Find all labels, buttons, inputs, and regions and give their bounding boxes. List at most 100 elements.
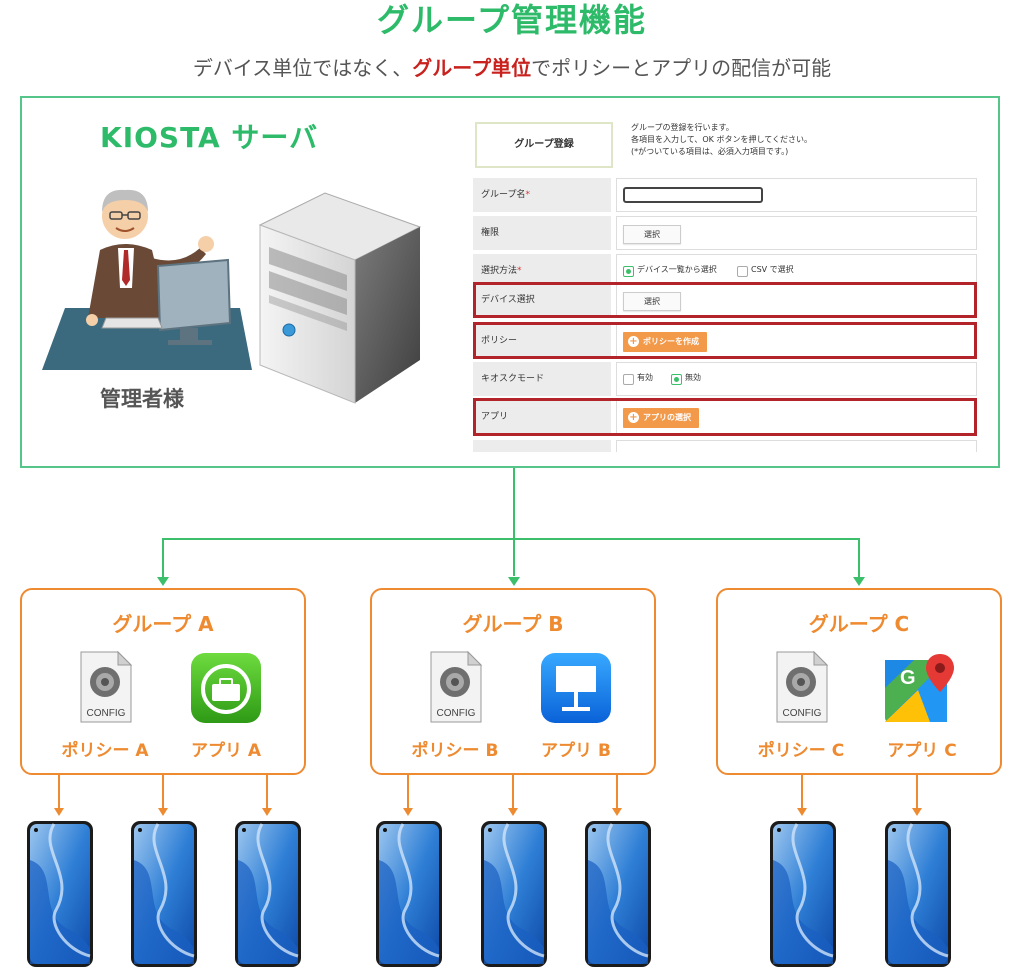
select-app-button[interactable]: アプリの選択 bbox=[623, 408, 699, 428]
radio-label: デバイス一覧から選択 bbox=[637, 265, 717, 274]
device-connector-arrow bbox=[508, 808, 518, 816]
create-policy-button[interactable]: ポリシーを作成 bbox=[623, 332, 707, 352]
app-b-caption: アプリ B bbox=[541, 741, 611, 761]
group-c-box bbox=[716, 588, 1002, 775]
admin-head bbox=[102, 193, 148, 239]
config-label: CONFIG bbox=[783, 708, 822, 719]
radio-label: 無効 bbox=[685, 373, 701, 382]
device-connector-line bbox=[801, 775, 803, 810]
form-row-device-select: デバイス選択 選択 bbox=[473, 283, 977, 317]
instruction-line: グループの登録を行います。 bbox=[631, 123, 734, 132]
subtitle-suffix: でポリシーとアプリの配信が可能 bbox=[531, 56, 832, 80]
device-connector-line bbox=[512, 775, 514, 810]
arrow-group-c bbox=[853, 577, 865, 586]
admin-illustration bbox=[42, 189, 252, 370]
form-field: 選択 bbox=[616, 216, 977, 250]
config-file-icon: CONFIG bbox=[80, 650, 133, 723]
app-c-caption: アプリ C bbox=[887, 741, 957, 761]
smartphone-device bbox=[130, 820, 198, 968]
device-connector-line bbox=[266, 775, 268, 810]
connector-horizontal bbox=[162, 538, 860, 540]
google-maps-app-icon: G bbox=[885, 654, 954, 722]
device-connector-arrow bbox=[797, 808, 807, 816]
radio-kiosk-enabled[interactable] bbox=[623, 374, 634, 385]
group-b-title: グループ B bbox=[462, 612, 564, 636]
form-label: ポリシー bbox=[473, 324, 611, 358]
smartphone-icon bbox=[235, 821, 301, 967]
keynote-podium-app-icon bbox=[541, 653, 611, 723]
device-connector-arrow bbox=[612, 808, 622, 816]
smartphone-icon bbox=[131, 821, 197, 967]
group-registration-form: グループ登録 グループの登録を行います。 各項目を入力して、OK ボタンを押して… bbox=[473, 112, 977, 452]
smartphone-device bbox=[26, 820, 94, 968]
device-connector-arrow bbox=[158, 808, 168, 816]
group-name-input[interactable] bbox=[623, 187, 763, 203]
device-connector-arrow bbox=[912, 808, 922, 816]
instruction-line: 各項目を入力して、OK ボタンを押してください。 bbox=[631, 135, 812, 144]
highlight-app bbox=[473, 398, 977, 436]
group-c-title: グループ C bbox=[808, 612, 910, 636]
smartphone-icon bbox=[770, 821, 836, 967]
admin-label: 管理者様 bbox=[100, 387, 184, 411]
highlight-policy bbox=[473, 322, 977, 359]
radio-csv[interactable] bbox=[737, 266, 748, 277]
green-toolbox-app-icon bbox=[191, 653, 261, 723]
group-register-header-button[interactable]: グループ登録 bbox=[475, 122, 613, 168]
arrow-group-a bbox=[157, 577, 169, 586]
smartphone-icon bbox=[376, 821, 442, 967]
smartphone-icon bbox=[481, 821, 547, 967]
form-row-authority: 権限 選択 bbox=[473, 216, 977, 250]
config-file-icon: CONFIG bbox=[430, 650, 483, 723]
svg-text:G: G bbox=[900, 667, 916, 689]
config-label: CONFIG bbox=[87, 708, 126, 719]
radio-device-list[interactable] bbox=[623, 266, 634, 277]
smartphone-icon bbox=[27, 821, 93, 967]
policy-a-caption: ポリシー A bbox=[61, 741, 149, 761]
form-field: アプリの選択 bbox=[616, 400, 977, 434]
highlight-device-select bbox=[473, 282, 977, 318]
form-field bbox=[616, 440, 977, 452]
smartphone-device bbox=[375, 820, 443, 968]
smartphone-device bbox=[480, 820, 548, 968]
server-title: KIOSTA サーバ bbox=[100, 121, 319, 154]
smartphone-device bbox=[234, 820, 302, 968]
config-file-icon: CONFIG bbox=[776, 650, 829, 723]
device-connector-line bbox=[407, 775, 409, 810]
device-select-button[interactable]: 選択 bbox=[623, 292, 681, 311]
device-connector-arrow bbox=[403, 808, 413, 816]
device-connector-arrow bbox=[54, 808, 64, 816]
group-a-title: グループ A bbox=[112, 612, 214, 636]
smartphone-device bbox=[769, 820, 837, 968]
device-connector-arrow bbox=[262, 808, 272, 816]
smartphone-device bbox=[584, 820, 652, 968]
connector-server-center bbox=[513, 468, 515, 576]
radio-kiosk-disabled[interactable] bbox=[671, 374, 682, 385]
form-label: 権限 bbox=[473, 216, 611, 250]
subtitle-prefix: デバイス単位ではなく、 bbox=[192, 56, 413, 80]
form-label: アプリ bbox=[473, 400, 611, 434]
radio-label: CSV で選択 bbox=[751, 265, 794, 274]
server-tower-icon bbox=[258, 192, 422, 404]
radio-label: 有効 bbox=[637, 373, 653, 382]
page-subtitle: デバイス単位ではなく、グループ単位でポリシーとアプリの配信が可能 bbox=[0, 54, 1024, 82]
connector-group-c bbox=[858, 538, 860, 578]
instruction-line: (*がついている項目は、必須入力項目です。) bbox=[631, 147, 789, 156]
form-label: デバイス選択 bbox=[473, 283, 611, 317]
form-field bbox=[616, 178, 977, 212]
connector-group-a bbox=[162, 538, 164, 578]
smartphone-icon bbox=[885, 821, 951, 967]
form-instructions: グループの登録を行います。 各項目を入力して、OK ボタンを押してください。 (… bbox=[631, 122, 961, 158]
form-row-group-name: グループ名* bbox=[473, 178, 977, 212]
config-label: CONFIG bbox=[437, 708, 476, 719]
device-connector-line bbox=[616, 775, 618, 810]
subtitle-highlight: グループ単位 bbox=[412, 56, 532, 80]
form-row-app: アプリ アプリの選択 bbox=[473, 400, 977, 434]
device-connector-line bbox=[58, 775, 60, 810]
app-a-caption: アプリ A bbox=[190, 741, 262, 761]
arrow-group-b bbox=[508, 577, 520, 586]
device-connector-line bbox=[916, 775, 918, 810]
necktie bbox=[122, 250, 130, 286]
policy-c-caption: ポリシー C bbox=[757, 741, 845, 761]
authority-select-button[interactable]: 選択 bbox=[623, 225, 681, 244]
form-label: グループ名* bbox=[473, 178, 611, 212]
